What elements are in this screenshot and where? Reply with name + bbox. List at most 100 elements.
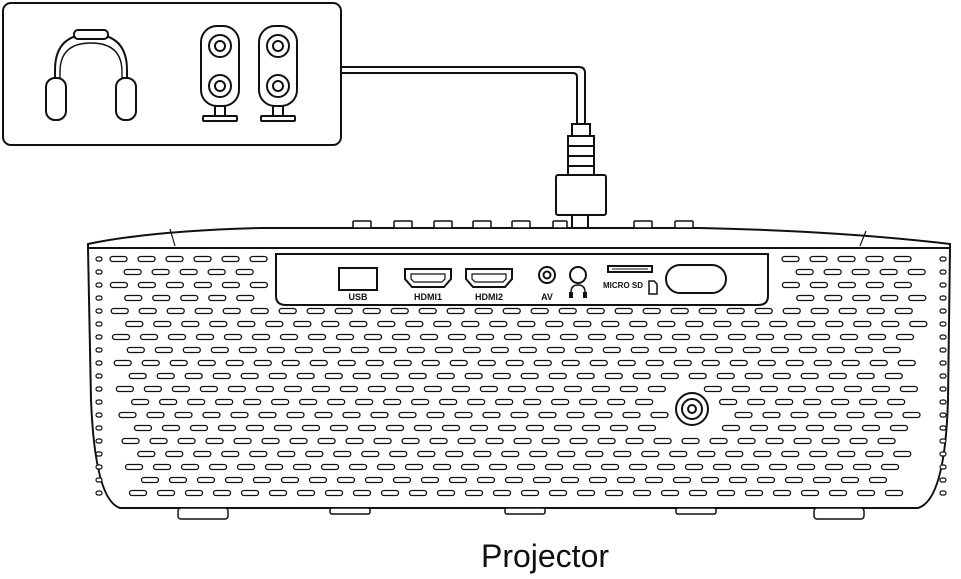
vent-slot	[586, 307, 605, 315]
vent-slot	[482, 411, 501, 419]
diagram-caption: Projector	[481, 538, 609, 574]
vent-slot	[373, 437, 392, 445]
vent-slot	[306, 307, 325, 315]
vent-slot	[703, 385, 723, 393]
vent-slot	[143, 385, 163, 393]
vent-slot	[449, 359, 468, 367]
vent-slot	[518, 346, 537, 354]
vent-slot	[250, 307, 269, 315]
vent-slot	[865, 450, 884, 458]
vent-slot	[378, 346, 397, 354]
usb-port: USB	[338, 267, 378, 302]
vent-slot	[643, 333, 663, 341]
vent-slot-edge	[95, 477, 103, 483]
vent-slot	[363, 333, 383, 341]
vent-slot	[544, 463, 564, 471]
vent-slot	[879, 268, 898, 276]
vent-slot	[516, 463, 536, 471]
vent-slot	[772, 489, 792, 497]
vent-slot-edge	[95, 321, 103, 327]
vent-slot	[126, 346, 145, 354]
vent-slot	[709, 437, 728, 445]
vent-slot	[128, 372, 147, 380]
vent-slot-edge	[939, 256, 947, 262]
microsd-label: MICRO SD	[603, 281, 643, 290]
vent-slot	[821, 437, 840, 445]
vent-slot	[460, 463, 480, 471]
vent-slot	[741, 320, 760, 328]
vent-slot	[321, 320, 340, 328]
vent-slot	[587, 333, 607, 341]
vent-slot	[762, 411, 781, 419]
vent-slot	[194, 307, 213, 315]
sd-card-icon	[648, 280, 658, 295]
vent-slot	[823, 268, 842, 276]
vent-slot	[454, 411, 473, 419]
vent-slot	[573, 320, 592, 328]
vent-slot	[550, 398, 570, 406]
vent-slot	[530, 307, 549, 315]
vent-slot	[594, 411, 613, 419]
vent-slot	[361, 450, 380, 458]
vent-slot	[296, 372, 315, 380]
vent-slot	[613, 450, 632, 458]
vent-slot-edge	[939, 399, 947, 405]
hdmi1-port: HDMI1	[404, 268, 452, 302]
vent-slot	[420, 476, 440, 484]
vent-slot	[837, 281, 857, 289]
vent-slot	[871, 385, 891, 393]
vent-slot	[268, 489, 288, 497]
vent-slot	[251, 333, 271, 341]
vent-slot	[195, 333, 215, 341]
vent-slot-edge	[95, 425, 103, 431]
vent-slot	[109, 255, 128, 263]
vent-slot	[563, 385, 583, 393]
vent-slot	[889, 424, 909, 432]
vent-slot	[749, 424, 769, 432]
vent-slot	[128, 489, 148, 497]
vent-slot	[548, 372, 567, 380]
port-panel: USB HDMI1 HDMI2 AV	[275, 253, 769, 306]
vent-slot	[296, 489, 316, 497]
vent-slot	[725, 450, 744, 458]
vent-slot	[657, 320, 676, 328]
vent-slot	[158, 398, 178, 406]
vent-slot	[718, 398, 738, 406]
vent-slot-edge	[939, 347, 947, 353]
vent-slot	[909, 320, 928, 328]
ir-receiver-icon	[665, 264, 727, 294]
vent-slot	[130, 398, 150, 406]
vent-slot	[672, 476, 692, 484]
vent-slot	[137, 255, 156, 263]
vent-slot	[245, 424, 265, 432]
vent-slot	[700, 476, 720, 484]
vent-slot	[404, 463, 424, 471]
vent-slot	[513, 437, 532, 445]
vent-slot	[349, 320, 368, 328]
vent-slot	[841, 359, 860, 367]
vent-slot	[517, 320, 536, 328]
vent-slot	[197, 359, 216, 367]
vent-slot	[333, 450, 352, 458]
vent-slot	[576, 489, 596, 497]
vent-slot	[365, 359, 384, 367]
av-label: AV	[541, 292, 553, 302]
vent-slot	[566, 411, 585, 419]
vent-slot	[281, 359, 300, 367]
vent-slot	[390, 307, 409, 315]
vent-slot	[755, 333, 775, 341]
vent-slot	[393, 359, 412, 367]
vent-slot-edge	[939, 373, 947, 379]
vent-slot	[451, 385, 471, 393]
vent-slot	[669, 450, 688, 458]
hdmi2-label: HDMI2	[475, 292, 503, 302]
vent-slot	[322, 346, 341, 354]
vent-slot	[249, 450, 268, 458]
vent-slot	[448, 476, 468, 484]
vent-slot	[140, 476, 160, 484]
vent-slot	[576, 372, 595, 380]
vent-slot	[785, 359, 804, 367]
vent-slot-edge	[95, 464, 103, 470]
vent-slot	[716, 372, 735, 380]
vent-slot	[405, 320, 424, 328]
